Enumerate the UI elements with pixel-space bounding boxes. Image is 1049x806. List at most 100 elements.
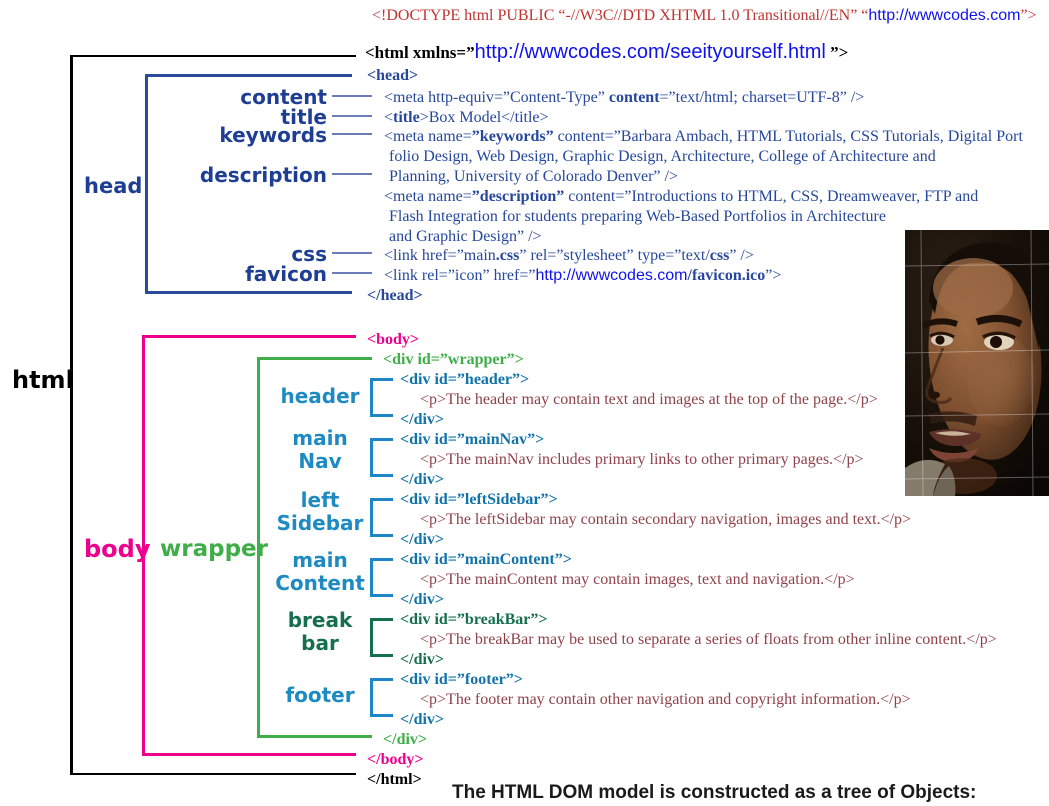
code-line-leftsidebar-p: <p>The leftSidebar may contain secondary… (420, 511, 912, 528)
html-tree-bracket (70, 55, 356, 775)
label-main-content-line2: Content (275, 571, 365, 595)
code-line-body-close: </body> (367, 751, 424, 768)
code-line-breakbar-open: <div id=”breakBar”> (400, 611, 548, 628)
code-line-wrapper-open: <div id=”wrapper”> (383, 351, 524, 368)
code-line-wrapper-close: </div> (383, 731, 428, 748)
header-bracket (370, 378, 393, 417)
label-break-bar: break bar (270, 609, 370, 655)
code-line-head-open: <head> (367, 67, 419, 84)
meta-desc-a: <meta name= (384, 188, 472, 205)
label-break-bar-line1: break (287, 608, 353, 632)
doctype-url-link[interactable]: http://wwwcodes.com (868, 7, 1021, 24)
meta-kw-a: <meta name= (384, 128, 472, 145)
code-line-maincontent-p: <p>The mainContent may contain images, t… (420, 571, 855, 588)
code-line-link-favicon: <link rel=”icon” href=”http://wwwcodes.c… (384, 266, 781, 286)
code-line-html-close: </html> (367, 771, 422, 788)
title-c: >Box Model</title> (419, 109, 549, 126)
code-line-mainnav-p: <p>The mainNav includes primary links to… (420, 451, 864, 468)
code-line-meta-content-type: <meta http-equiv=”Content-Type” content=… (384, 88, 864, 108)
code-line-meta-keywords: <meta name=”keywords” content=”Barbara A… (384, 127, 1023, 147)
label-keywords: keywords (219, 123, 327, 147)
label-break-bar-line2: bar (301, 631, 339, 655)
mainnav-bracket (370, 438, 393, 477)
code-line-meta-description-3: and Graphic Design” /> (389, 228, 542, 245)
label-left-sidebar: left Sidebar (270, 489, 370, 535)
meta-ct-a: <meta http-equiv=”Content-Type” (384, 89, 609, 106)
code-line-footer-p: <p>The footer may contain other navigati… (420, 691, 911, 708)
keywords-connector-line (332, 133, 372, 135)
link-favicon-a: <link rel=”icon” href=” (384, 267, 536, 284)
code-line-mainnav-open: <div id=”mainNav”> (400, 431, 545, 448)
label-css: css (291, 242, 327, 266)
code-line-breakbar-close: </div> (400, 651, 445, 668)
link-favicon-b: /favicon.ico (687, 267, 766, 284)
meta-kw-c: content=”Barbara Ambach, HTML Tutorials,… (553, 128, 1023, 145)
xmlns-url-link[interactable]: http://wwwcodes.com/seeityourself.html (474, 41, 826, 63)
favicon-url-link[interactable]: http://wwwcodes.com (535, 267, 688, 284)
label-favicon: favicon (245, 262, 327, 286)
code-line-maincontent-close: </div> (400, 591, 445, 608)
html-open-tag: <html xmlns=” (365, 43, 475, 62)
css-connector-line (332, 252, 372, 254)
label-title: title (280, 105, 327, 129)
link-favicon-c: ”> (765, 267, 782, 284)
diagram-caption: The HTML DOM model is constructed as a t… (452, 782, 977, 803)
link-css-e: ” /> (729, 247, 754, 264)
code-line-head-close: </head> (367, 287, 423, 304)
label-head: head (84, 174, 143, 198)
meta-kw-b: ”keywords” (471, 128, 554, 145)
code-line-leftsidebar-close: </div> (400, 531, 445, 548)
code-line-link-css: <link href=”main.css” rel=”stylesheet” t… (384, 246, 754, 266)
code-line-doctype: <!DOCTYPE html PUBLIC “-//W3C//DTD XHTML… (372, 6, 1037, 26)
title-b: title (393, 109, 420, 126)
code-line-meta-description: <meta name=”description” content=”Introd… (384, 187, 978, 207)
code-line-maincontent-open: <div id=”mainContent”> (400, 551, 572, 568)
html-open-tag-end: ”> (825, 43, 849, 62)
title-connector-line (332, 115, 372, 117)
face-illustration (905, 230, 1049, 496)
portrait-photo (905, 230, 1049, 496)
favicon-connector-line (332, 272, 372, 274)
code-line-html-open: <html xmlns=”http://wwwcodes.com/seeityo… (365, 42, 848, 63)
code-line-title: <title>Box Model</title> (384, 108, 549, 128)
maincontent-bracket (370, 558, 393, 597)
meta-ct-c: =”text/html; charset=UTF-8” /> (659, 89, 865, 106)
code-line-meta-keywords-2: folio Design, Web Design, Graphic Design… (389, 148, 936, 165)
link-css-d: css (709, 247, 730, 264)
link-css-a: <link href=”main (384, 247, 496, 264)
label-html: html (12, 366, 74, 394)
head-tree-bracket (145, 74, 352, 294)
link-css-b: .css (495, 247, 520, 264)
label-content: content (240, 85, 327, 109)
body-tree-bracket (142, 335, 356, 756)
label-wrapper: wrapper (160, 536, 268, 562)
link-css-c: ” rel=”stylesheet” type=”text/ (519, 247, 710, 264)
label-main-content-line1: main (292, 548, 348, 572)
code-line-mainnav-close: </div> (400, 471, 445, 488)
code-line-header-close: </div> (400, 411, 445, 428)
label-main-content: main Content (270, 549, 370, 595)
label-body: body (84, 535, 151, 563)
doctype-text: <!DOCTYPE html PUBLIC “-//W3C//DTD XHTML… (372, 7, 869, 24)
code-line-leftsidebar-open: <div id=”leftSidebar”> (400, 491, 558, 508)
label-main-nav: main Nav (270, 427, 370, 473)
wrapper-tree-bracket (257, 357, 372, 738)
leftsidebar-bracket (370, 498, 393, 537)
code-line-footer-close: </div> (400, 711, 445, 728)
label-main-nav-line1: main (292, 426, 348, 450)
code-line-body-open: <body> (367, 331, 420, 348)
code-line-breakbar-p: <p>The breakBar may be used to separate … (420, 631, 997, 648)
description-connector-line (332, 173, 372, 175)
title-a: < (384, 109, 394, 126)
label-description: description (199, 163, 327, 187)
code-line-footer-open: <div id=”footer”> (400, 671, 523, 688)
footer-bracket (370, 678, 393, 717)
code-line-meta-keywords-3: Planning, University of Colorado Denver”… (389, 168, 678, 185)
code-line-header-open: <div id=”header”> (400, 371, 530, 388)
label-footer: footer (285, 683, 355, 707)
meta-ct-b: content (608, 89, 660, 106)
breakbar-bracket (370, 618, 393, 657)
meta-desc-b: ”description” (471, 188, 565, 205)
label-left-sidebar-line2: Sidebar (276, 511, 364, 535)
